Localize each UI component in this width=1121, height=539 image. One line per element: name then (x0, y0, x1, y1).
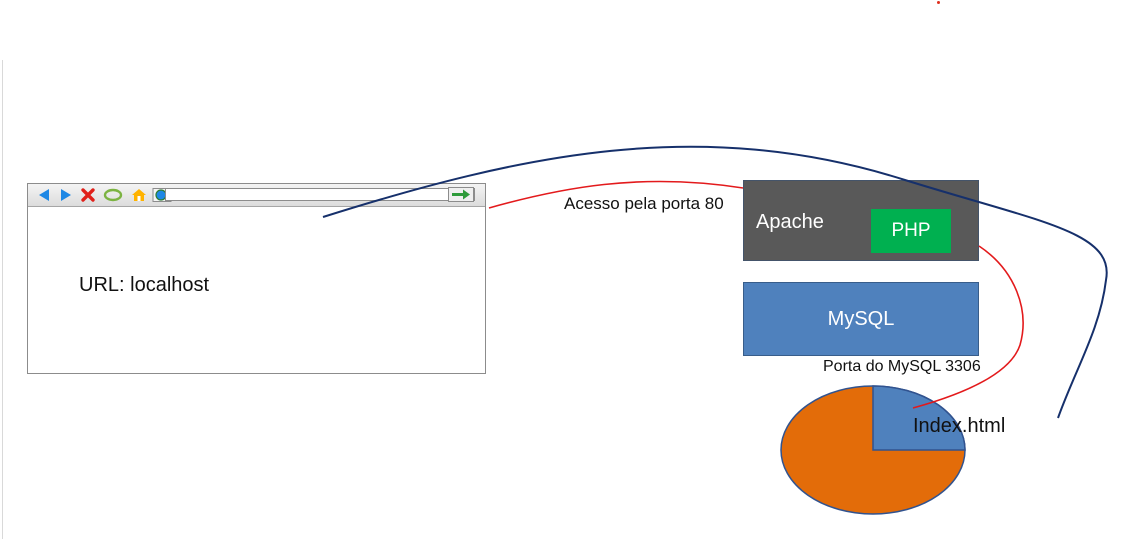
refresh-icon (103, 188, 123, 202)
php-label: PHP (891, 220, 931, 241)
go-arrow-icon (452, 189, 470, 200)
mysql-box: MySQL (743, 282, 979, 356)
forward-icon (61, 189, 71, 201)
back-icon (39, 189, 49, 201)
mysql-label: MySQL (827, 307, 895, 330)
php-box: PHP (871, 209, 951, 253)
navy-connector-curve (322, 145, 1108, 419)
address-bar[interactable] (165, 188, 475, 201)
go-button[interactable] (448, 187, 474, 202)
red-connector-browser-apache (488, 180, 744, 209)
port-80-label: Acesso pela porta 80 (564, 194, 724, 213)
url-text: URL: localhost (79, 274, 210, 296)
left-border-rule (2, 60, 3, 539)
red-connector-php-index (912, 245, 1024, 409)
browser-window: URL: localhost (27, 183, 486, 374)
browser-toolbar (28, 184, 485, 207)
index-file-label: Index.html (913, 415, 1006, 437)
apache-server-box: Apache PHP (743, 180, 979, 261)
stop-icon (81, 188, 95, 202)
pie-small-slice (872, 385, 966, 451)
apache-label: Apache (756, 211, 824, 233)
home-icon (132, 189, 146, 201)
mysql-port-label: Porta do MySQL 3306 (823, 358, 981, 375)
stray-dot (937, 1, 940, 4)
